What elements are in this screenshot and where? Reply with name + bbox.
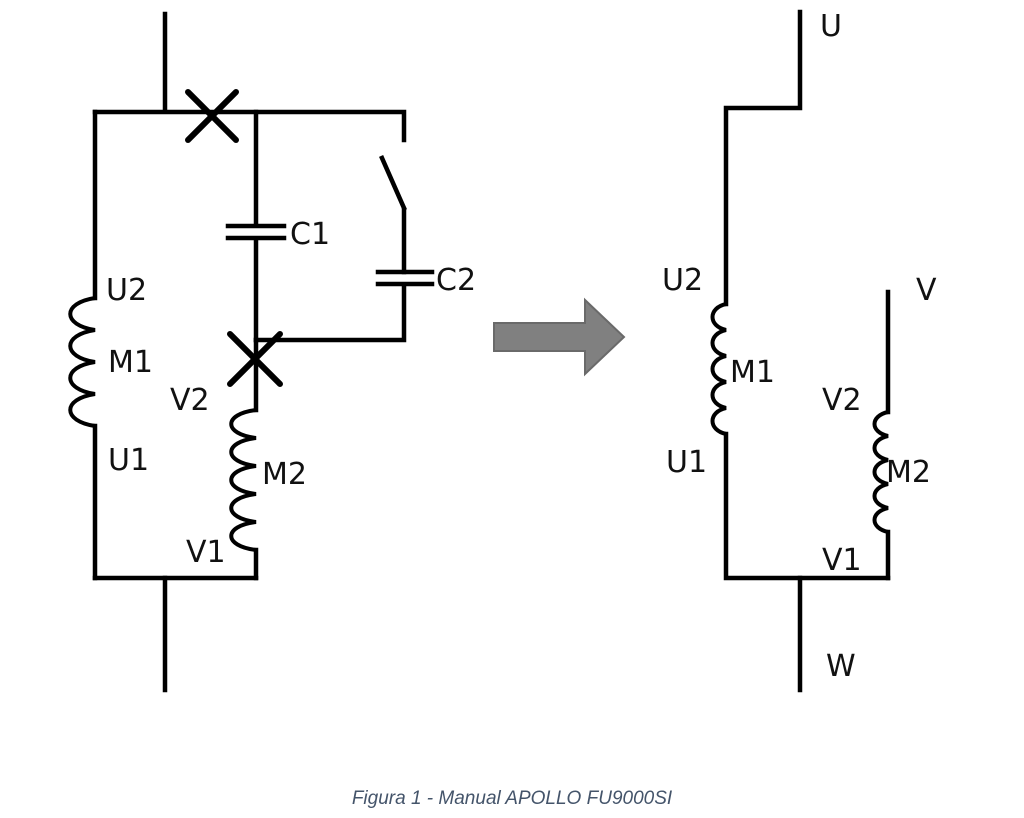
label-right-m1: M1 — [730, 355, 775, 390]
right-circuit: U V W U2 M1 U1 V2 M2 V1 — [662, 9, 937, 693]
m2-coil — [229, 408, 257, 552]
transform-arrow-icon — [493, 297, 626, 377]
label-right-u1: U1 — [666, 445, 707, 480]
label-right-m2: M2 — [886, 455, 931, 490]
right-m1-coil — [710, 302, 727, 436]
figure-caption: Figura 1 - Manual APOLLO FU9000SI — [351, 788, 673, 809]
right-m2-coil — [872, 410, 889, 534]
m1-coil — [68, 296, 96, 428]
left-top-bus — [92, 109, 407, 143]
label-m1: M1 — [108, 345, 153, 380]
label-v2: V2 — [170, 383, 210, 418]
label-right-v2: V2 — [822, 383, 862, 418]
left-circuit: U2 M1 U1 V2 M2 V1 C1 C2 — [68, 11, 476, 693]
u-lead — [723, 9, 803, 307]
top-cross-mark — [185, 89, 239, 143]
wiring-diagram: U2 M1 U1 V2 M2 V1 C1 C2 U V W U2 M1 U1 V… — [68, 9, 937, 693]
c2-wire-bottom — [253, 282, 407, 343]
label-right-v1: V1 — [822, 543, 862, 578]
label-right-u2: U2 — [662, 263, 703, 298]
label-u: U — [820, 9, 842, 44]
label-c2: C2 — [436, 263, 476, 298]
center-cross-mark — [227, 331, 283, 387]
right-m1-lower — [723, 431, 891, 581]
label-u1: U1 — [108, 443, 149, 478]
label-m2: M2 — [262, 457, 307, 492]
label-c1: C1 — [290, 217, 330, 252]
switch-blade — [379, 155, 407, 211]
label-v: V — [916, 273, 937, 308]
label-v1: V1 — [186, 535, 226, 570]
label-w: W — [826, 649, 856, 684]
label-u2: U2 — [106, 273, 147, 308]
